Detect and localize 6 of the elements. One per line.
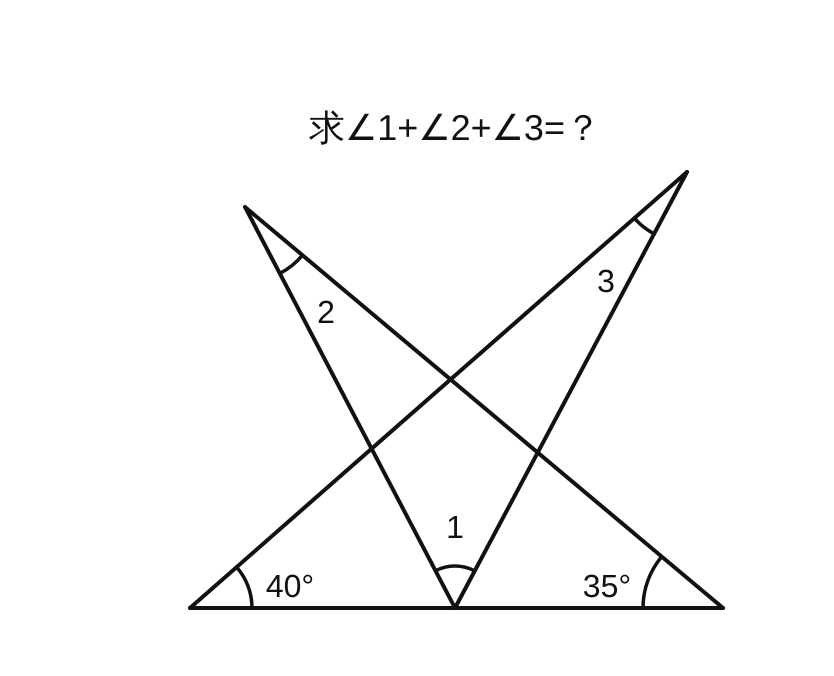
angle-label: 1 xyxy=(446,511,464,543)
question-title: 求∠1+∠2+∠3=？ xyxy=(309,110,601,146)
angle-label: 2 xyxy=(317,296,335,328)
angle-label: 35° xyxy=(582,570,632,602)
angle-label: 40° xyxy=(266,570,314,602)
angle-label: 3 xyxy=(597,265,615,297)
